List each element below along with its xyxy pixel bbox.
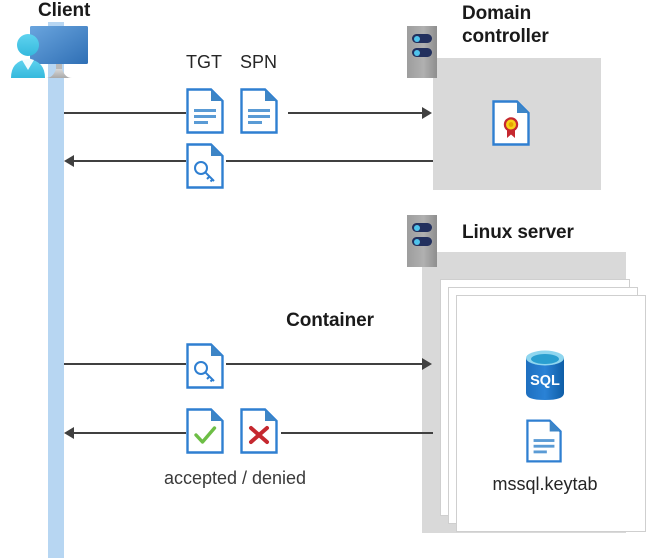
client-workstation-icon [8, 22, 108, 84]
container-card-front [456, 295, 646, 532]
key-document-icon [186, 143, 224, 189]
domain-controller-title-line2: controller [462, 26, 549, 47]
flow-linux-to-client-line-left [74, 432, 186, 434]
flow-client-to-linux-arrowhead [422, 358, 432, 370]
domain-controller-title-line1: Domain [462, 3, 532, 24]
server-rack-icon [407, 26, 437, 78]
document-icon [526, 419, 562, 463]
tgt-label: TGT [186, 52, 222, 72]
check-document-icon [186, 408, 224, 454]
spn-label: SPN [240, 52, 278, 72]
flow-dc-to-client-arrowhead [64, 155, 74, 167]
flow-dc-to-client-line-right [226, 160, 433, 162]
keytab-file-label: mssql.keytab [492, 474, 598, 494]
spn-document-icon [240, 88, 278, 134]
flow-client-to-linux-line-left [64, 363, 186, 365]
flow-dc-to-client-line-left [74, 160, 186, 162]
server-rack-icon [407, 215, 437, 267]
svg-text:SQL: SQL [530, 373, 560, 389]
tgt-document-icon [186, 88, 224, 134]
key-document-icon [186, 343, 224, 389]
page-title-domain-controller: Domain controller [462, 2, 642, 48]
page-title-linux-server: Linux server [462, 222, 574, 243]
container-title: Container [286, 310, 374, 331]
sql-database-icon: SQL [523, 349, 567, 403]
flow-linux-to-client-arrowhead [64, 427, 74, 439]
flow-client-to-dc-line-left [64, 112, 186, 114]
page-title-client: Client [38, 0, 91, 21]
flow-client-to-dc-arrowhead [422, 107, 432, 119]
flow-client-to-linux-line-right [226, 363, 423, 365]
client-lifeline [48, 22, 64, 558]
accepted-denied-label: accepted / denied [163, 468, 307, 488]
flow-client-to-dc-line-right [288, 112, 423, 114]
certificate-document-icon [492, 100, 530, 146]
flow-linux-to-client-line-right [281, 432, 433, 434]
x-document-icon [240, 408, 278, 454]
